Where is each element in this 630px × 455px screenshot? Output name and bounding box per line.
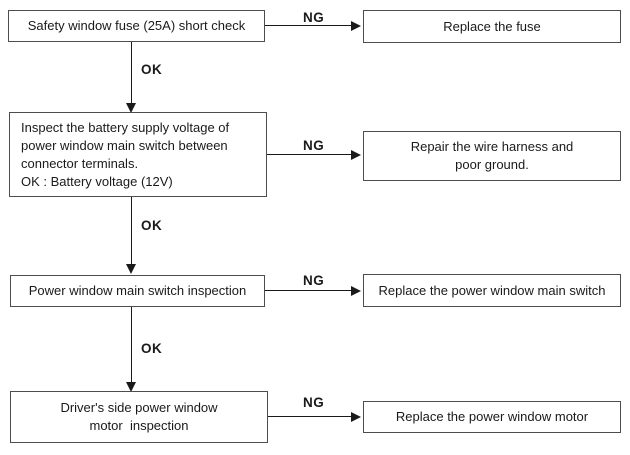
ng-connector-line-3 [265, 290, 352, 291]
action-box-replace-motor-text: Replace the power window motor [395, 409, 589, 424]
check-box-battery-voltage: Inspect the battery supply voltage of po… [9, 112, 267, 197]
ok-label-3: OK [141, 341, 163, 356]
ok-connector-line-1 [131, 42, 132, 103]
action-box-repair-harness-line-1: Repair the wire harness and [410, 139, 574, 154]
action-box-replace-main-switch: Replace the power window main switch [363, 274, 621, 307]
down-arrowhead-icon [126, 382, 136, 392]
ng-label-4: NG [303, 395, 325, 410]
check-box-motor-inspection-line-2: motor inspection [89, 418, 189, 433]
ng-label-3: NG [303, 273, 325, 288]
ng-connector-line-4 [268, 416, 352, 417]
ok-label-1: OK [141, 62, 163, 77]
ok-connector-line-2 [131, 197, 132, 264]
down-arrowhead-icon [126, 103, 136, 113]
check-box-motor-inspection: Driver's side power window motor inspect… [10, 391, 268, 443]
ok-connector-line-3 [131, 307, 132, 382]
check-box-main-switch: Power window main switch inspection [10, 275, 265, 307]
action-box-replace-fuse: Replace the fuse [363, 10, 621, 43]
check-box-fuse-short: Safety window fuse (25A) short check [8, 10, 265, 42]
action-box-replace-motor: Replace the power window motor [363, 401, 621, 433]
right-arrowhead-icon [351, 150, 361, 160]
right-arrowhead-icon [351, 286, 361, 296]
ng-connector-line-2 [267, 154, 352, 155]
check-box-battery-voltage-line-1: Inspect the battery supply voltage of [21, 120, 230, 135]
action-box-replace-fuse-text: Replace the fuse [443, 18, 541, 34]
check-box-main-switch-text: Power window main switch inspection [28, 283, 247, 298]
down-arrowhead-icon [126, 264, 136, 274]
right-arrowhead-icon [351, 412, 361, 422]
ok-label-2: OK [141, 218, 163, 233]
action-box-replace-main-switch-text: Replace the power window main switch [378, 282, 606, 298]
ng-connector-line-1 [265, 25, 352, 26]
ng-label-2: NG [303, 138, 325, 153]
action-box-repair-harness-line-2: poor ground. [455, 157, 529, 172]
check-box-motor-inspection-line-1: Driver's side power window [60, 400, 218, 415]
check-box-battery-voltage-line-4: OK : Battery voltage (12V) [21, 174, 173, 189]
check-box-battery-voltage-line-2: power window main switch between [21, 138, 228, 153]
right-arrowhead-icon [351, 21, 361, 31]
check-box-fuse-short-text: Safety window fuse (25A) short check [27, 18, 246, 33]
ng-label-1: NG [303, 10, 325, 25]
action-box-repair-harness: Repair the wire harness and poor ground. [363, 131, 621, 181]
check-box-battery-voltage-line-3: connector terminals. [21, 156, 139, 171]
